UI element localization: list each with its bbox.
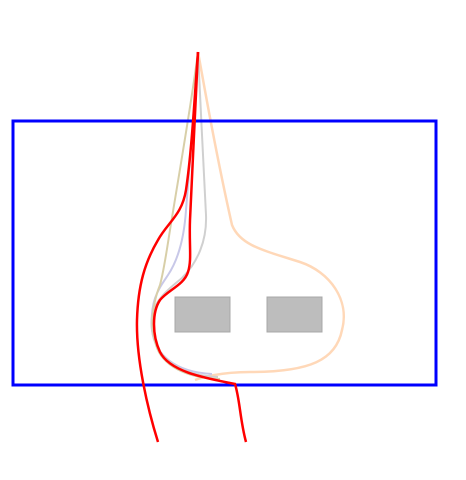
obstacle-left: [174, 296, 231, 333]
trajectory-red-branch: [152, 51, 248, 443]
bounding-rectangle: [11, 119, 438, 387]
trajectory-red: [135, 51, 200, 443]
trajectory-peach: [194, 51, 345, 382]
obstacle-right: [266, 296, 323, 333]
